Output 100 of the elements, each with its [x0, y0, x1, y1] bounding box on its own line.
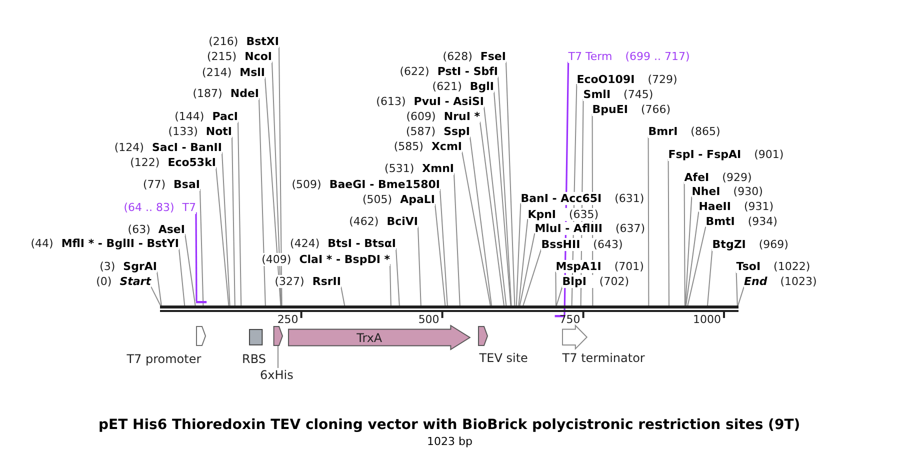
restriction-site-label: EcoO109I (729): [576, 72, 678, 86]
restriction-site-label: (3) SgrAI: [100, 260, 157, 274]
restriction-site-label: SmlI (745): [583, 88, 654, 100]
restriction-site-label: (505) ApaLI: [362, 192, 435, 206]
primer-label: (64 .. 83) T7: [124, 200, 196, 214]
restriction-site-label: (531) XmnI: [384, 162, 454, 175]
leader-line: [156, 271, 162, 306]
leader-line: [687, 226, 706, 306]
leader-line: [519, 232, 536, 306]
leader-line: [555, 271, 556, 306]
restriction-site-label: FspI - FspAI (901): [668, 148, 784, 160]
restriction-site-label: (424) BtsI - BtsαI: [290, 236, 396, 250]
restriction-site-label: AfeI (929): [684, 170, 752, 184]
leader-line: [738, 286, 744, 306]
feature-label: 6xHis: [260, 368, 294, 382]
leader-line: [200, 188, 204, 306]
restriction-site-label: (215) NcoI: [207, 50, 272, 64]
feature-label: RBS: [242, 352, 266, 366]
leader-line: [462, 151, 491, 306]
scale-number: 750: [559, 313, 580, 326]
sequence-length: 1023 bp: [427, 434, 472, 448]
feature-label: TEV site: [479, 351, 528, 366]
leader-line: [454, 172, 460, 306]
feature-label: T7 promoter: [126, 352, 202, 366]
restriction-site-label: (187) NdeI: [192, 86, 259, 100]
scale-number: 500: [418, 313, 440, 326]
leader-line: [506, 61, 516, 306]
restriction-site-label: (0) Start: [96, 275, 151, 288]
leader-line: [516, 202, 522, 306]
restriction-site-label: (587) SspI: [406, 125, 470, 138]
restriction-site-label: (621) BglI: [432, 80, 494, 94]
scale-number: 250: [277, 313, 298, 326]
leader-line: [396, 248, 400, 306]
restriction-site-label: (462) BciVI: [349, 215, 418, 228]
leader-line: [434, 204, 446, 306]
leader-line: [390, 264, 392, 306]
leader-line: [216, 166, 230, 306]
restriction-site-label: (585) XcmI: [394, 140, 462, 154]
leader-line: [686, 211, 700, 306]
leader-line: [195, 212, 198, 301]
restriction-site-label: BmrI (865): [648, 125, 720, 138]
restriction-site-label: TsoI (1022): [736, 260, 810, 274]
leader-line: [684, 196, 692, 306]
map-title: pET His6 Thioredoxin TEV cloning vector with BioBrick polycistronic restriction sites (9T): [98, 416, 800, 434]
tag-feature: [273, 326, 284, 346]
leader-line: [556, 286, 563, 306]
restriction-site-label: (216) BstXI: [208, 35, 279, 48]
restriction-site-label: BpuEI (766): [592, 102, 671, 116]
restriction-site-label: HaeII (931): [698, 200, 774, 214]
leader-line: [668, 158, 670, 306]
leader-line: [278, 46, 282, 306]
leader-line: [470, 136, 492, 306]
restriction-site-label: (622) PstI - SbfI: [400, 65, 498, 78]
feature-label: T7 terminator: [562, 351, 645, 366]
leader-line: [264, 76, 282, 306]
restriction-site-label: (122) Eco53kI: [130, 156, 216, 169]
leader-line: [258, 98, 266, 306]
restriction-site-label: (628) FseI: [442, 50, 506, 64]
primer-label: T7 Term (699 .. 717): [568, 50, 690, 64]
leader-line: [518, 218, 528, 306]
leader-line: [150, 286, 161, 306]
feature-label: TrxA: [356, 330, 382, 344]
leader-line: [340, 286, 346, 306]
restriction-site-label: (144) PacI: [174, 110, 238, 124]
restriction-site-label: (613) PvuI - AsiSI: [376, 95, 484, 108]
leader-line: [484, 106, 507, 306]
leader-line: [707, 248, 713, 306]
restriction-site-label: NheI (930): [692, 185, 763, 198]
restriction-site-label: (409) ClaI * - BspDI *: [262, 252, 390, 266]
leader-line: [418, 226, 422, 306]
restriction-site-label: MluI - AflIII (637): [534, 222, 646, 235]
leader-line: [272, 61, 282, 306]
restriction-site-label: BssHII (643): [541, 238, 623, 250]
restriction-site-label: (609) NruI *: [406, 110, 480, 124]
restriction-site-label: BmtI (934): [706, 215, 778, 228]
restriction-site-label: MspA1I (701): [556, 260, 644, 274]
restriction-site-label: KpnI (635): [528, 208, 599, 220]
leader-line: [222, 152, 230, 306]
leader-line: [480, 121, 504, 306]
leader-line: [494, 91, 512, 306]
restriction-site-label: BtgZI (969): [712, 238, 788, 250]
leader-line: [522, 248, 542, 306]
restriction-site-label: BlpI (702): [562, 275, 630, 288]
restriction-site-label: (44) MflI * - BglII - BstYI: [30, 237, 179, 250]
leader-line: [498, 76, 512, 306]
restriction-site-label: (509) BaeGI - Bme1580I: [292, 178, 440, 190]
restriction-site-label: (214) MslI: [202, 66, 265, 79]
leader-line: [684, 182, 686, 306]
leader-line: [178, 248, 186, 306]
primer-binding-mark: [196, 301, 207, 304]
restriction-site-label: (63) AseI: [128, 222, 185, 236]
leader-line: [184, 234, 196, 306]
restriction-site-label: (77) BsaI: [142, 178, 200, 190]
dna-backbone: [160, 306, 738, 312]
restriction-site-label: (133) NotI: [168, 125, 232, 138]
scale-number: 1000: [693, 313, 721, 326]
restriction-site-label: (327) RsrII: [274, 275, 341, 288]
leader-line: [440, 188, 448, 306]
leader-line: [736, 271, 738, 306]
restriction-site-label: End (1023): [744, 275, 817, 288]
